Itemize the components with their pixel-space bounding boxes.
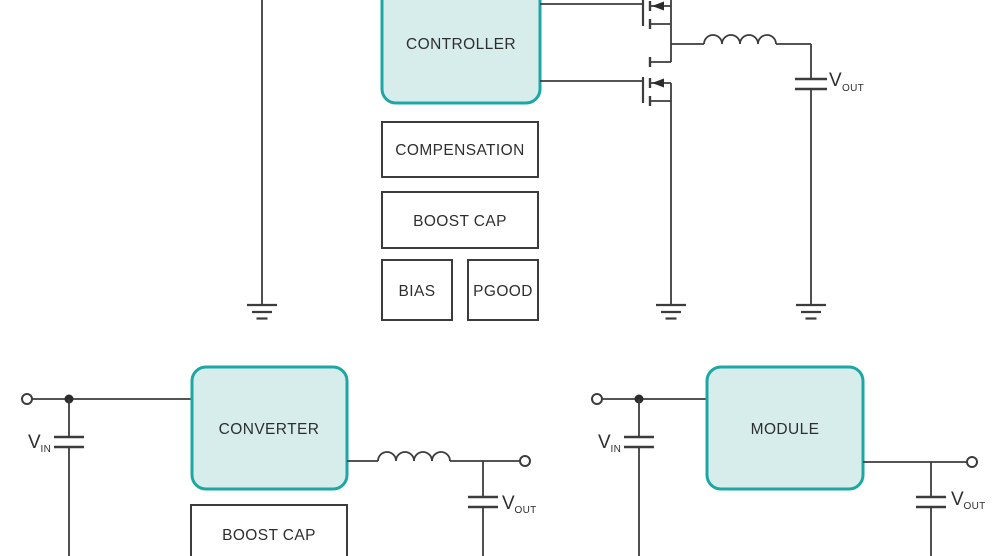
vout-subscript: OUT — [515, 505, 537, 516]
mosfet-body-arrow-icon — [652, 78, 664, 88]
input-terminal — [21, 393, 33, 405]
converter-circuit: V IN CONVERTER V OUT BOOST CAP — [21, 365, 537, 556]
ground-symbol — [656, 303, 686, 320]
output-capacitor — [916, 495, 946, 509]
module-block — [705, 365, 865, 491]
controller-block — [380, 0, 542, 105]
vin-subscript: IN — [611, 444, 622, 455]
vout-label: V OUT — [829, 70, 864, 94]
vout-subscript: OUT — [842, 83, 864, 94]
ground-symbol — [247, 303, 277, 320]
vout-symbol: V — [951, 489, 964, 510]
vout-label: V OUT — [502, 493, 537, 516]
output-capacitor — [795, 77, 827, 91]
vin-subscript: IN — [41, 444, 52, 455]
vin-symbol: V — [598, 432, 611, 453]
inductor — [377, 451, 451, 462]
ground-symbol — [796, 303, 826, 320]
controller-circuit: CONTROLLER — [247, 0, 864, 321]
vout-symbol: V — [502, 493, 515, 514]
output-capacitor — [468, 495, 498, 509]
low-side-mosfet — [641, 44, 672, 305]
mosfet-body-arrow-icon — [652, 1, 664, 11]
vout-label: V OUT — [951, 489, 986, 512]
vin-capacitor — [54, 435, 84, 449]
module-block-label: MODULE — [751, 421, 820, 438]
output-terminal — [519, 455, 531, 467]
input-terminal — [591, 393, 603, 405]
vin-capacitor — [624, 435, 654, 449]
pgood-box — [467, 259, 539, 321]
output-terminal — [966, 456, 978, 468]
boost-cap-box-label: BOOST CAP — [413, 213, 507, 230]
pgood-box-label: PGOOD — [473, 283, 533, 300]
converter-block — [190, 365, 349, 491]
compensation-box-label: COMPENSATION — [395, 142, 524, 159]
vout-subscript: OUT — [964, 501, 986, 512]
controller-block-label: CONTROLLER — [406, 36, 516, 53]
inductor — [703, 34, 777, 45]
bias-box-label: BIAS — [399, 283, 436, 300]
vin-label: V IN — [28, 432, 51, 455]
high-side-mosfet — [641, 0, 672, 44]
boost-cap-box-label: BOOST CAP — [222, 527, 316, 544]
module-circuit: V IN MODULE V OUT — [591, 365, 986, 556]
vin-label: V IN — [598, 432, 621, 455]
boost-cap-box — [381, 191, 539, 249]
compensation-box — [381, 121, 539, 178]
converter-block-label: CONVERTER — [219, 421, 320, 438]
bias-box — [381, 259, 453, 321]
boost-cap-box — [190, 504, 348, 556]
vin-symbol: V — [28, 432, 41, 453]
vout-symbol: V — [829, 70, 842, 91]
